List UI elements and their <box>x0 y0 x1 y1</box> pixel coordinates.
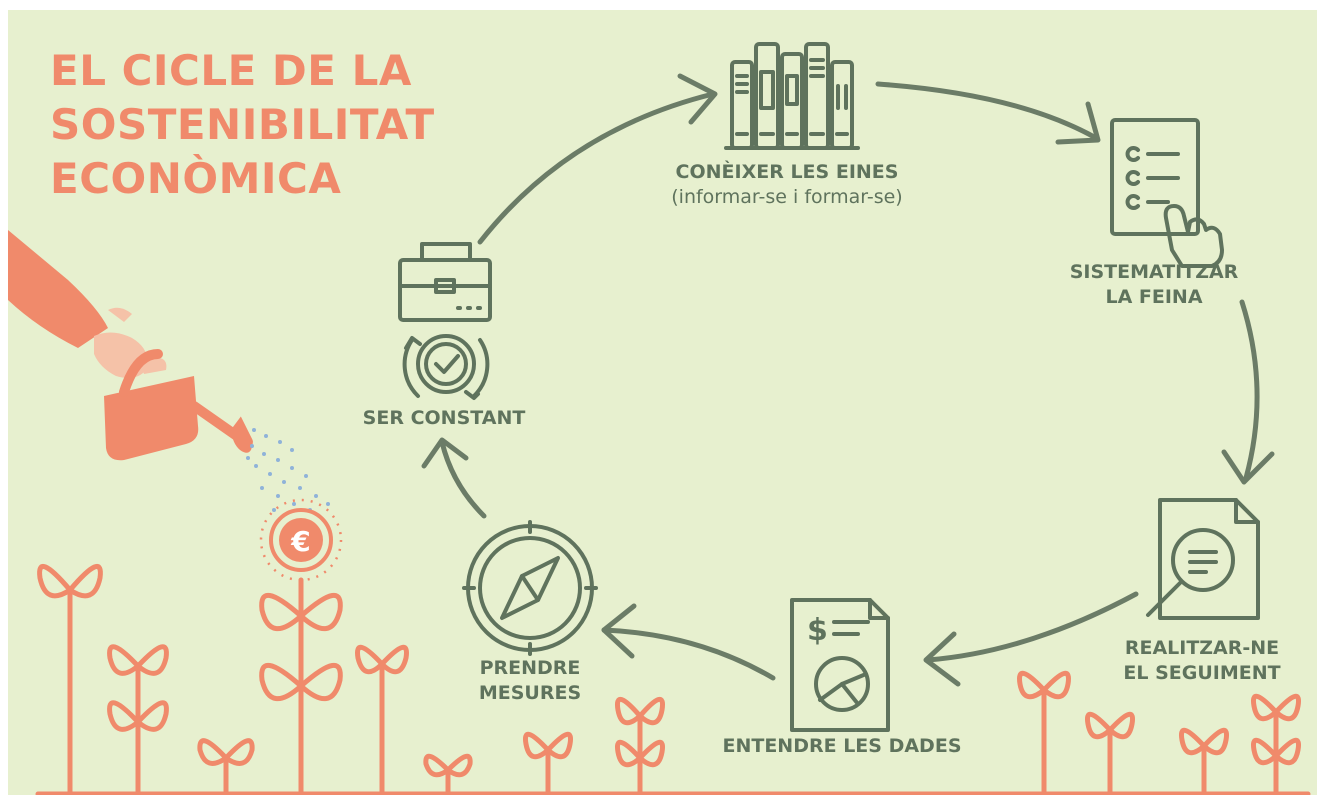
document-magnifier-icon <box>1146 498 1260 620</box>
arrow-mesures-to-constant <box>421 437 487 519</box>
step-constant-label: SER CONSTANT <box>362 407 526 429</box>
infographic: EL CICLE DE LA SOSTENIBILITAT ECONÒMICA <box>8 10 1317 795</box>
step-seguiment-line2: EL SEGUIMENT <box>1123 661 1281 684</box>
step-mesures-line2: MESURES <box>478 681 582 704</box>
arrow-sistematitzar-to-seguiment <box>1221 299 1275 485</box>
cycle-arrows <box>421 73 1275 687</box>
step-mesures-line1: PRENDRE <box>479 657 581 679</box>
plant-sprouts <box>35 564 1311 795</box>
step-dades-label: ENTENDRE LES DADES <box>722 735 962 757</box>
title-line-3: ECONÒMICA <box>50 154 342 203</box>
step-eines-title: CONÈIXER LES EINES <box>675 161 899 183</box>
step-sistematitzar-line1: SISTEMATITZAR <box>1069 261 1239 283</box>
step-seguiment-line1: REALITZAR-NE <box>1124 637 1280 659</box>
svg-text:$: $ <box>807 613 828 648</box>
step-sistematitzar-line2: LA FEINA <box>1105 285 1203 308</box>
step-seguiment-label: REALITZAR-NE EL SEGUIMENT <box>1104 636 1300 685</box>
title-line-2: SOSTENIBILITAT <box>50 100 435 149</box>
euro-coin-icon: € <box>259 498 343 582</box>
arrow-seguiment-to-dades <box>923 591 1139 687</box>
svg-text:€: € <box>290 525 310 558</box>
water-drops <box>246 428 330 512</box>
arrow-dades-to-mesures <box>601 603 776 681</box>
step-eines-sublabel: (informar-se i formar-se) <box>671 185 903 208</box>
arrow-eines-to-sistematitzar <box>875 81 1101 145</box>
watering-can-illustration <box>8 230 253 461</box>
cycle-diagram: $ <box>8 42 1311 795</box>
title-line-1: EL CICLE DE LA <box>50 46 412 95</box>
financial-report-icon: $ <box>790 598 890 732</box>
briefcase-clock-icon <box>398 242 492 400</box>
step-mesures-label: PRENDRE MESURES <box>460 656 600 705</box>
books-icon <box>724 42 860 150</box>
checklist-hand-icon <box>1110 118 1224 268</box>
arrow-constant-to-eines <box>477 73 718 245</box>
compass-icon <box>462 520 598 656</box>
step-eines-label: CONÈIXER LES EINES (informar-se i formar… <box>653 160 921 209</box>
step-sistematitzar-label: SISTEMATITZAR LA FEINA <box>1054 260 1254 309</box>
